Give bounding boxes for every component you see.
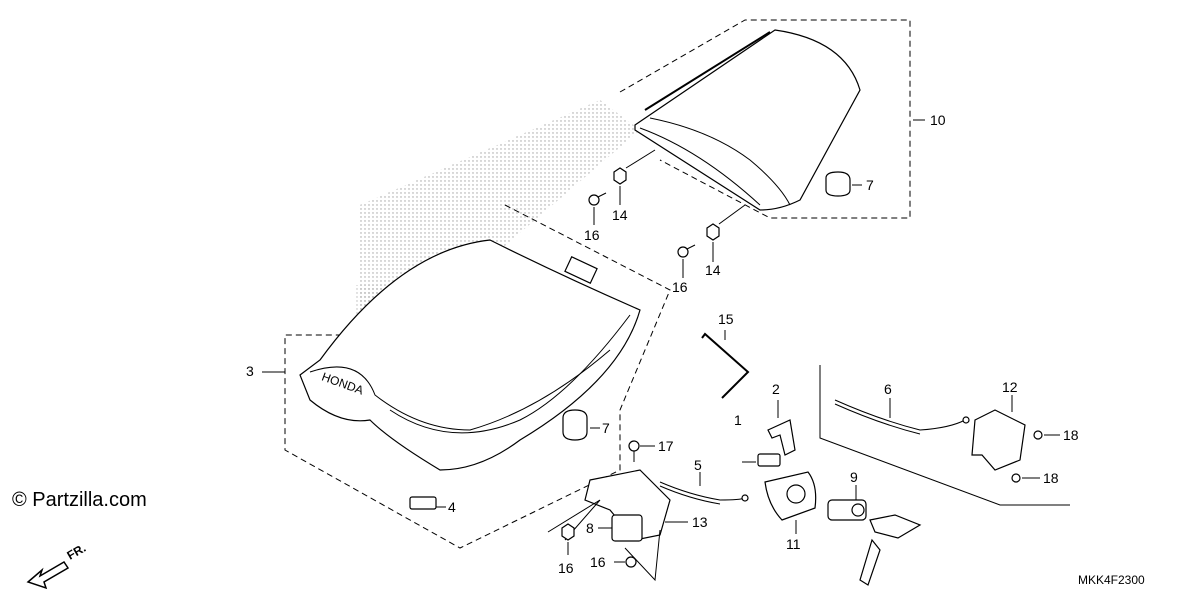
label-10: 10 [930, 112, 946, 128]
helmet-hook-bracket[interactable] [767, 400, 796, 456]
arrow-icon [26, 560, 70, 590]
label-1: 1 [734, 412, 742, 428]
bracket-bolt-upper[interactable] [1033, 430, 1060, 440]
label-11: 11 [786, 536, 801, 552]
label-14-lower: 14 [705, 262, 721, 278]
label-2: 2 [772, 381, 780, 397]
rear-seat-cowl[interactable] [619, 19, 925, 219]
seat-latch-assembly[interactable] [547, 469, 688, 582]
label-15: 15 [718, 311, 734, 327]
bolt-nut-set-upper[interactable] [588, 149, 656, 225]
latch-bolt-16-right[interactable] [614, 556, 637, 568]
release-cable[interactable] [834, 398, 970, 435]
label-18-upper: 18 [1063, 427, 1079, 443]
latch-lock[interactable] [598, 514, 643, 542]
label-16-lower: 16 [672, 279, 688, 295]
main-seat[interactable]: HONDA [262, 204, 671, 549]
label-12: 12 [1002, 379, 1018, 395]
key-set[interactable] [859, 514, 922, 586]
bracket-bolt-lower[interactable] [1011, 473, 1040, 483]
direction-label: FR. [65, 541, 89, 563]
hex-wrench-tool[interactable] [701, 330, 750, 399]
bolt-nut-set-lower[interactable] [677, 204, 746, 278]
latch-bolt-17[interactable] [628, 440, 655, 462]
lock-housing[interactable] [764, 471, 817, 534]
cable-group-outline [819, 365, 1070, 506]
latch-nut-16-left[interactable] [561, 523, 575, 555]
rubber-cushion-upper[interactable] [825, 171, 862, 197]
label-6: 6 [884, 381, 892, 397]
label-7-upper: 7 [866, 177, 874, 193]
label-3: 3 [246, 363, 254, 379]
rubber-cushion-lower[interactable] [562, 409, 600, 441]
label-17: 17 [658, 438, 674, 454]
callout-labels: 1 2 3 4 5 6 7 7 8 9 10 11 12 13 14 14 15… [246, 112, 1079, 576]
label-7-lower: 7 [602, 420, 610, 436]
label-4: 4 [448, 499, 456, 515]
label-18-lower: 18 [1043, 470, 1059, 486]
label-8: 8 [586, 520, 594, 536]
label-5: 5 [694, 457, 702, 473]
label-9: 9 [850, 469, 858, 485]
seat-lock-cable[interactable] [659, 472, 749, 505]
collar-part[interactable] [742, 453, 781, 467]
label-13: 13 [692, 514, 708, 530]
label-16-right: 16 [590, 554, 606, 570]
label-16-upper: 16 [584, 227, 600, 243]
label-14-upper: 14 [612, 207, 628, 223]
diagram-code: MKK4F2300 [1078, 573, 1145, 587]
front-direction-arrow: FR. [26, 541, 89, 590]
key-cylinder[interactable] [827, 485, 867, 521]
cable-bracket[interactable] [971, 395, 1026, 471]
watermark-text: © Partzilla.com [12, 489, 147, 511]
label-16-left: 16 [558, 560, 574, 576]
seat-rubber-strip[interactable] [409, 496, 446, 510]
